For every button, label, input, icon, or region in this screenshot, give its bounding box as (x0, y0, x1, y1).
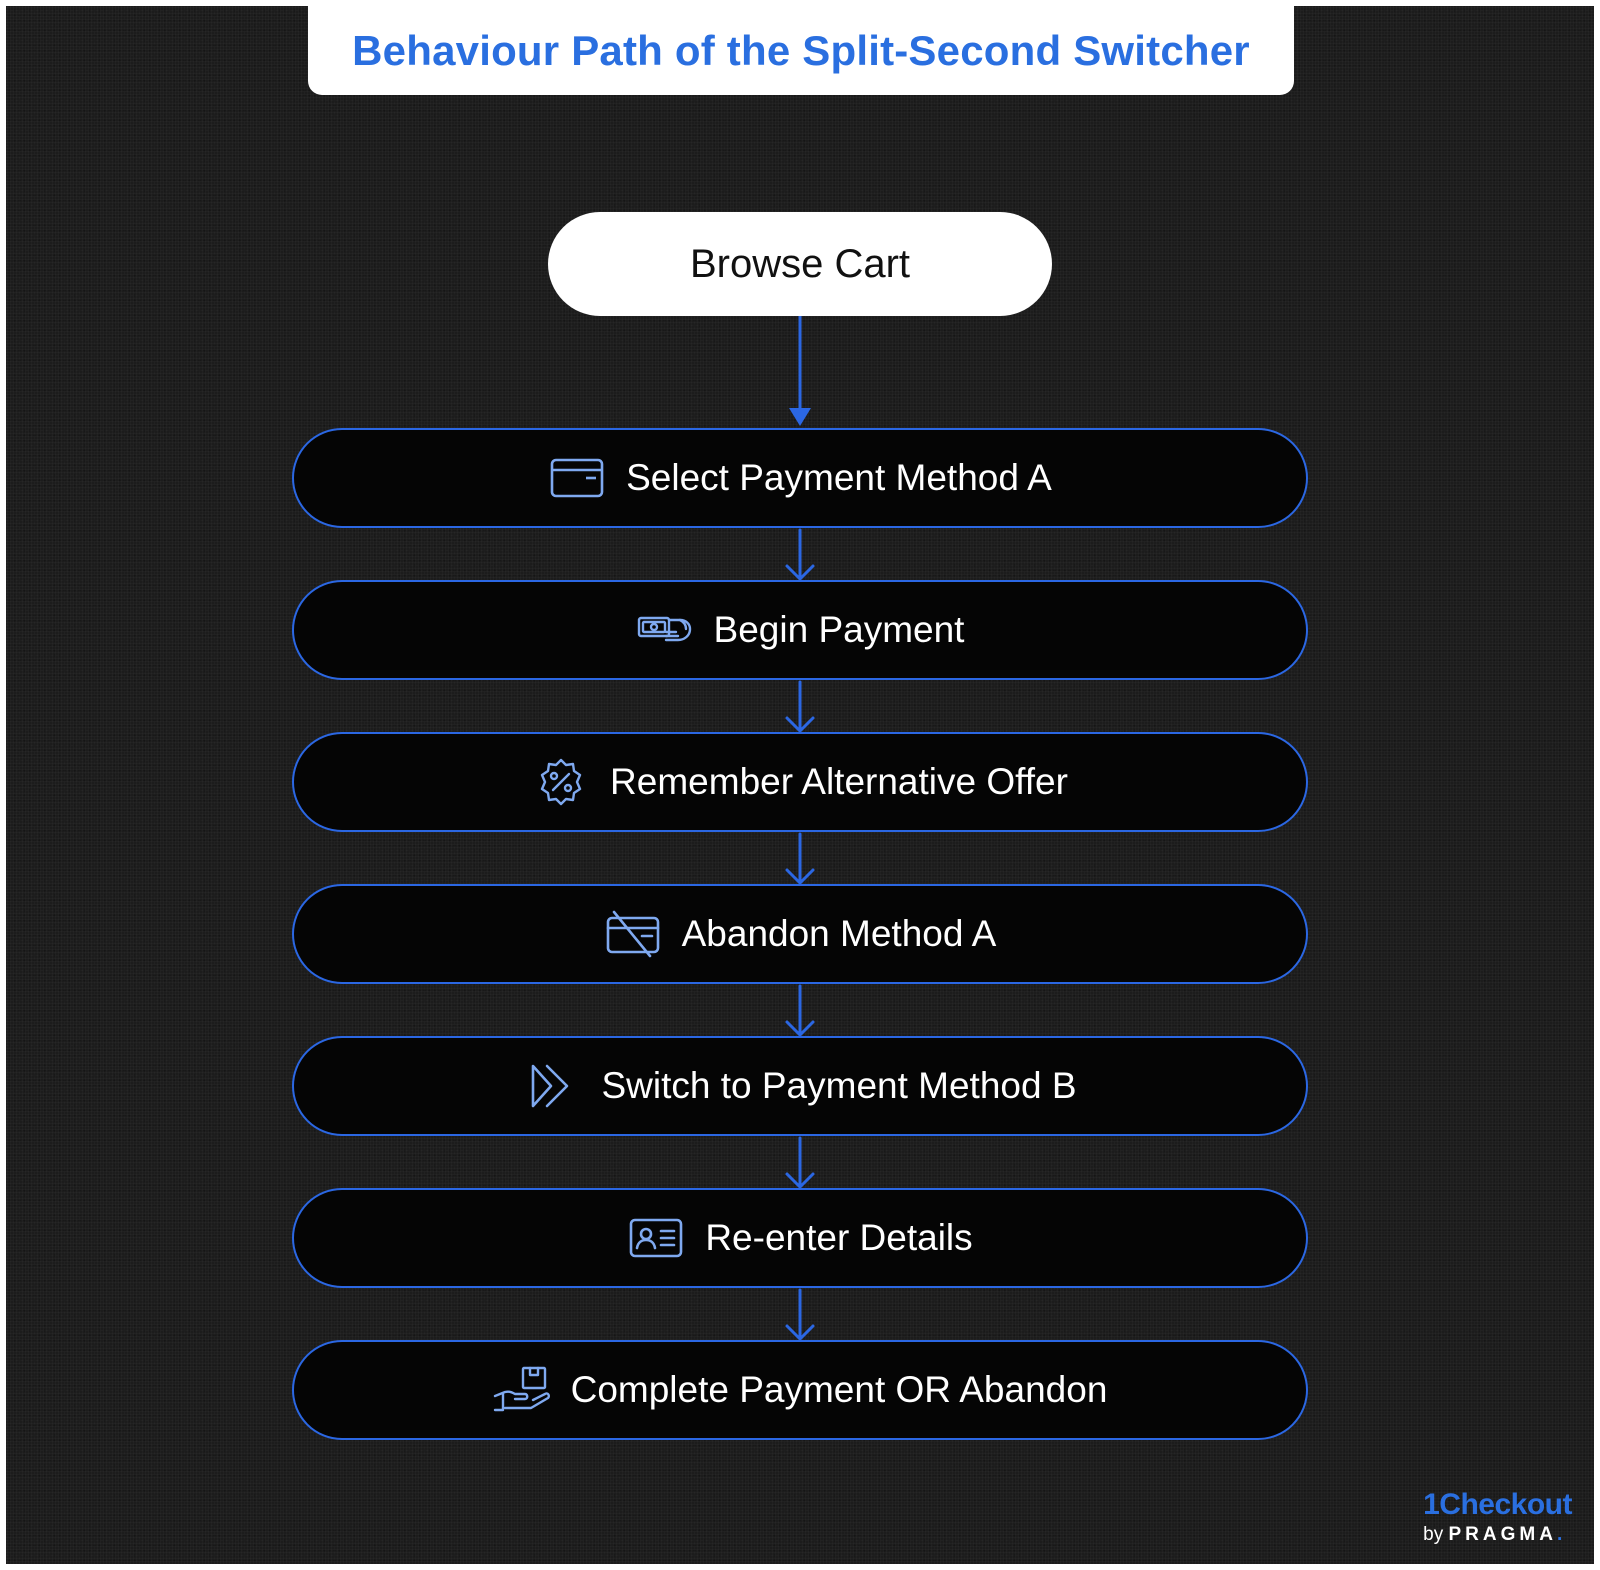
logo-name: 1Checkout (1423, 1488, 1572, 1521)
logo-brand: PRAGMA (1448, 1524, 1557, 1545)
step-label: Select Payment Method A (626, 457, 1052, 498)
cash-in-hand-icon (636, 606, 694, 654)
logo-by: by (1423, 1524, 1444, 1545)
step-label: Re-enter Details (705, 1217, 973, 1258)
step-select-payment-method-a: Select Payment Method A (292, 428, 1308, 528)
step-label: Remember Alternative Offer (610, 761, 1068, 802)
card-slash-icon (604, 910, 662, 958)
logo-dot: . (1556, 1524, 1563, 1545)
start-node-label: Browse Cart (689, 241, 911, 286)
credit-card-icon (548, 454, 606, 502)
brand-logo: 1Checkout by PRAGMA. (1423, 1488, 1572, 1546)
step-re-enter-details: Re-enter Details (292, 1188, 1308, 1288)
step-complete-payment-or-abandon: Complete Payment OR Abandon (292, 1340, 1308, 1440)
step-label: Begin Payment (713, 609, 965, 650)
step-remember-alternative-offer: Remember Alternative Offer (292, 732, 1308, 832)
discount-badge-icon (532, 758, 590, 806)
step-begin-payment: Begin Payment (292, 580, 1308, 680)
diagram-title: Behaviour Path of the Split-Second Switc… (352, 26, 1250, 74)
id-card-icon (627, 1214, 685, 1262)
step-label: Switch to Payment Method B (601, 1065, 1077, 1106)
hand-package-icon (493, 1366, 551, 1414)
start-node-browse-cart: Browse Cart (548, 212, 1052, 316)
step-switch-to-payment-method-b: Switch to Payment Method B (292, 1036, 1308, 1136)
logo-byline: by PRAGMA. (1423, 1524, 1572, 1546)
step-abandon-method-a: Abandon Method A (292, 884, 1308, 984)
step-label: Abandon Method A (681, 913, 997, 954)
fast-forward-icon (523, 1062, 581, 1110)
title-banner: Behaviour Path of the Split-Second Switc… (308, 6, 1294, 95)
step-label: Complete Payment OR Abandon (570, 1369, 1108, 1410)
